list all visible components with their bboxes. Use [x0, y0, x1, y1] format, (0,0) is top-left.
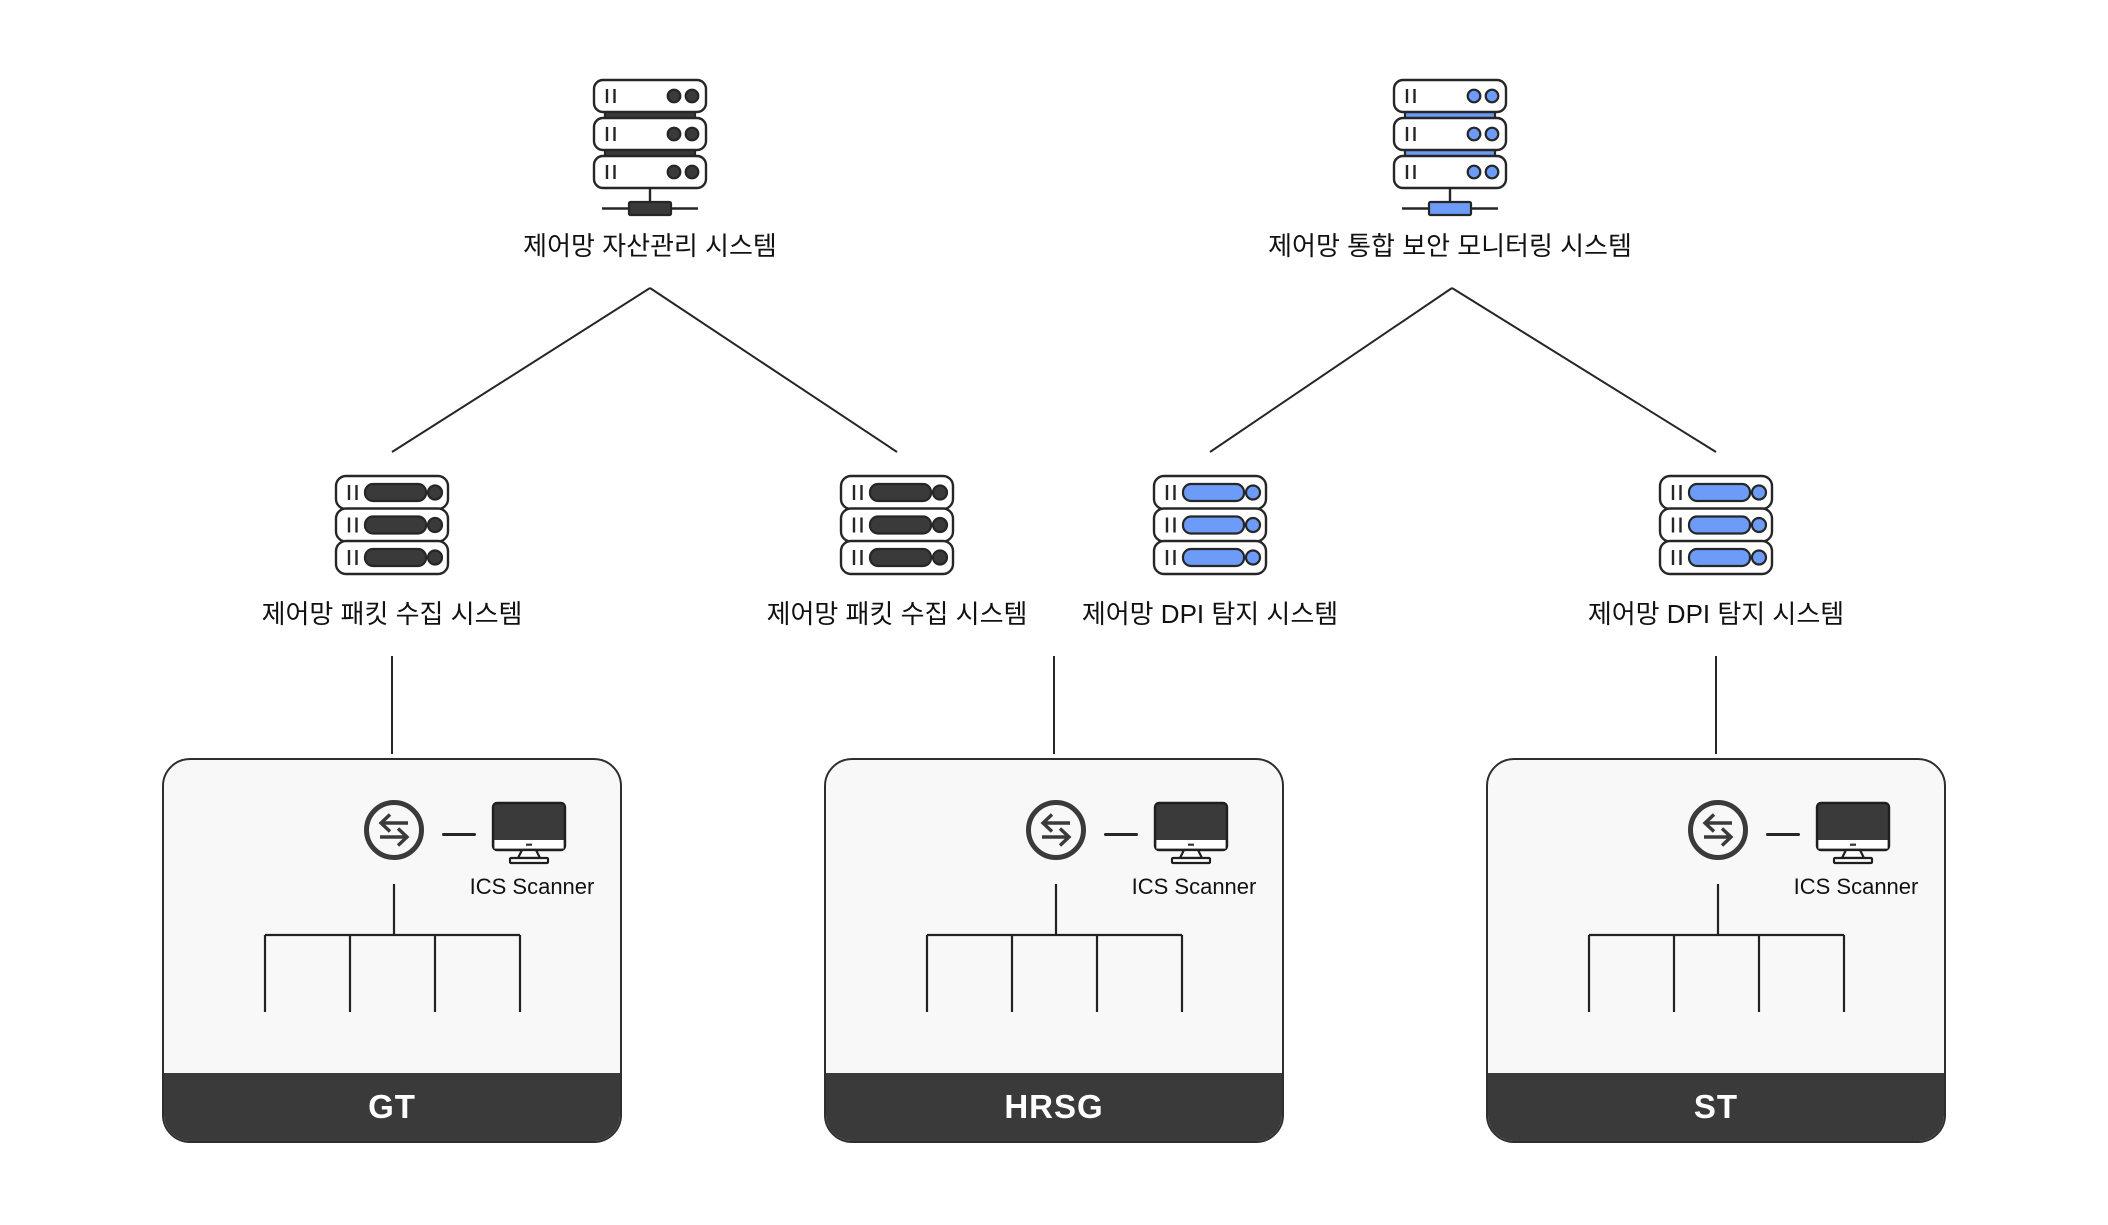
packet-capture-server-icon-1: [334, 474, 450, 578]
plant-box-hrsg: ICS Scanner HRSG: [824, 758, 1284, 1143]
asset-management-server-icon: [592, 78, 708, 218]
ics-scanner-label: ICS Scanner: [1793, 874, 1919, 899]
field-network-tree: [263, 884, 522, 1012]
dpi-detection-server-icon-1: [1152, 474, 1268, 578]
dpi-detection-label-2: 제어망 DPI 탐지 시스템: [1587, 599, 1845, 629]
plant-name: HRSG: [1004, 1088, 1104, 1125]
plant-box-gt: ICS Scanner GT: [162, 758, 622, 1143]
security-monitoring-server-icon: [1392, 78, 1508, 218]
switch-monitor-link: [1104, 833, 1138, 836]
ics-scanner-label: ICS Scanner: [1131, 874, 1257, 899]
switch-monitor-link: [1766, 833, 1800, 836]
field-network-tree: [1587, 884, 1846, 1012]
security-monitoring-label: 제어망 통합 보안 모니터링 시스템: [1268, 231, 1632, 261]
field-network-tree: [925, 884, 1184, 1012]
packet-capture-server-icon-2: [839, 474, 955, 578]
packet-capture-label-1: 제어망 패킷 수집 시스템: [261, 599, 523, 629]
dpi-detection-server-icon-2: [1658, 474, 1774, 578]
plant-box-st: ICS Scanner ST: [1486, 758, 1946, 1143]
ics-scanner-label: ICS Scanner: [469, 874, 595, 899]
switch-monitor-link: [442, 833, 476, 836]
plant-name-band: ST: [1488, 1073, 1944, 1141]
plant-name: GT: [368, 1088, 416, 1125]
plant-name: ST: [1693, 1088, 1739, 1125]
monitor-icon: [1153, 801, 1229, 870]
monitor-icon: [491, 801, 567, 870]
plant-name-band: HRSG: [826, 1073, 1282, 1141]
packet-capture-label-2: 제어망 패킷 수집 시스템: [766, 599, 1028, 629]
network-switch-icon: [362, 798, 426, 867]
asset-management-label: 제어망 자산관리 시스템: [523, 231, 777, 261]
dpi-detection-label-1: 제어망 DPI 탐지 시스템: [1081, 599, 1339, 629]
network-switch-icon: [1686, 798, 1750, 867]
monitor-icon: [1815, 801, 1891, 870]
plant-name-band: GT: [164, 1073, 620, 1141]
network-switch-icon: [1024, 798, 1088, 867]
